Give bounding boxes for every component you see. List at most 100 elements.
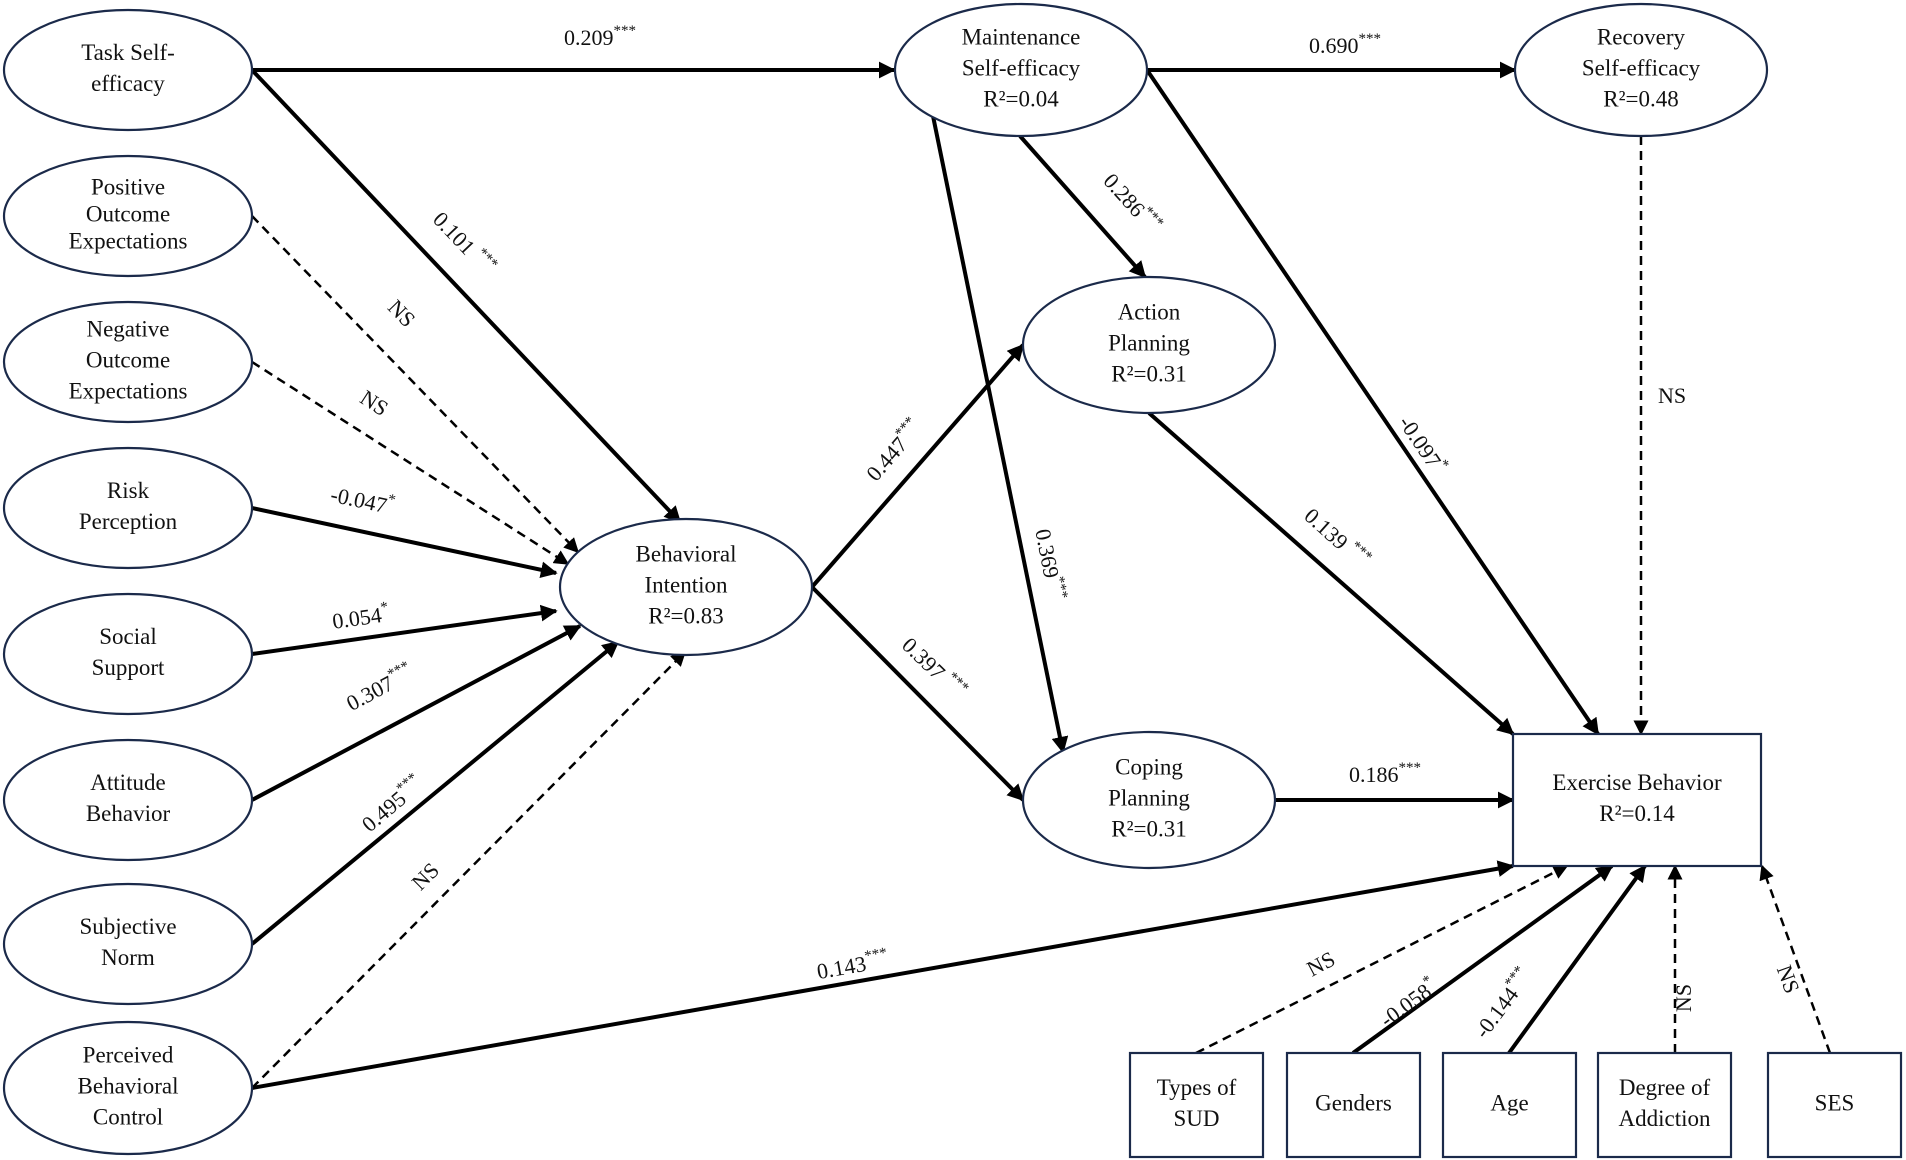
node-label-line: Self-efficacy <box>962 55 1081 80</box>
coefficient-value: NS <box>1658 383 1686 408</box>
node-label-line: Intention <box>644 572 728 597</box>
path-arrow-maint-to-exercise <box>1145 68 1600 736</box>
coefficient-labels-layer: 0.209***0.101 ***NSNS-0.047*0.054*0.307*… <box>328 23 1804 1042</box>
node-shape <box>1511 732 1763 868</box>
node-shape <box>2 300 254 424</box>
node-age: Age <box>1441 1051 1578 1159</box>
path-arrow-bi-to-action <box>810 343 1025 589</box>
coefficient-value: 0.054 <box>331 602 383 634</box>
node-label-line: Addiction <box>1619 1106 1711 1131</box>
path-coefficient-task-to-maint: 0.209*** <box>564 23 636 50</box>
node-types-sud: Types of SUD <box>1128 1051 1265 1159</box>
node-shape <box>2 8 254 132</box>
node-label-line: R²=0.48 <box>1603 86 1678 111</box>
path-coefficient-degree-to-exercise: NS <box>1671 984 1696 1012</box>
node-label-line: Expectations <box>69 228 188 253</box>
node-label-line: Social <box>99 624 157 649</box>
node-label-line: R²=0.04 <box>983 86 1059 111</box>
path-arrow-task-to-bi <box>250 68 682 524</box>
significance-stars: *** <box>614 23 637 39</box>
path-arrow-bi-to-coping <box>810 585 1025 802</box>
node-shape <box>1513 2 1769 138</box>
path-arrow-ses-to-exercise <box>1759 864 1832 1054</box>
significance-stars: * <box>386 492 397 509</box>
node-label-line: Age <box>1490 1090 1528 1115</box>
path-coefficient-action-to-exercise: 0.139 *** <box>1299 502 1374 574</box>
node-label-line: SUD <box>1173 1106 1219 1131</box>
node-shape <box>1766 1051 1903 1159</box>
node-label-line: Behavioral <box>636 541 737 566</box>
node-shape <box>2 592 254 716</box>
node-label-line: R²=0.14 <box>1599 801 1675 826</box>
coefficient-value: NS <box>406 857 444 895</box>
path-arrow-pbc-to-exercise <box>251 860 1515 1090</box>
significance-stars: * <box>379 600 389 617</box>
node-label-line: Behavior <box>86 801 171 826</box>
node-label-line: SES <box>1815 1090 1855 1115</box>
significance-stars: *** <box>1399 760 1422 776</box>
path-coefficient-maint-to-action: 0.286*** <box>1098 167 1166 238</box>
node-ses: SES <box>1766 1051 1903 1159</box>
path-coefficient-risk-to-bi: -0.047* <box>328 480 396 519</box>
node-label-line: R²=0.83 <box>648 603 723 628</box>
node-label-line: Behavioral <box>78 1073 179 1098</box>
path-coefficient-social-to-bi: 0.054* <box>330 600 390 634</box>
path-arrow-risk-to-bi <box>251 506 558 579</box>
node-label-line: Support <box>92 655 165 680</box>
node-label-line: Norm <box>101 945 155 970</box>
node-shape <box>1441 1051 1578 1159</box>
node-shape <box>1021 730 1277 870</box>
node-label-line: Risk <box>107 478 150 503</box>
node-label-line: Planning <box>1108 785 1190 810</box>
coefficient-value: NS <box>1671 984 1696 1012</box>
path-arrow-pos-to-bi <box>251 215 580 554</box>
path-coefficient-bi-to-coping: 0.397 *** <box>897 631 971 704</box>
node-label-line: Positive <box>91 174 165 199</box>
node-label-line: Outcome <box>86 347 170 372</box>
path-arrow-maint-to-action <box>1018 134 1147 279</box>
node-shape <box>2 882 254 1006</box>
node-shape <box>558 517 814 657</box>
significance-stars: *** <box>1359 31 1382 47</box>
node-label-line: Subjective <box>79 914 176 939</box>
path-arrow-pbc-to-bi <box>251 650 687 1089</box>
node-label-line: Attitude <box>90 770 165 795</box>
node-shape <box>2 1020 254 1156</box>
path-coefficient-maint-to-coping: 0.369*** <box>1030 527 1070 603</box>
path-coefficient-maint-to-recovery: 0.690*** <box>1309 31 1381 58</box>
node-label-line: Negative <box>86 316 169 341</box>
node-label-line: Types of <box>1157 1075 1237 1100</box>
node-label-line: Planning <box>1108 330 1190 355</box>
node-label-line: Coping <box>1115 754 1183 779</box>
node-task-se: Task Self-efficacy <box>2 8 254 132</box>
node-genders: Genders <box>1285 1051 1422 1159</box>
node-label-line: efficacy <box>91 71 165 96</box>
coefficient-value: 0.186 <box>1349 762 1399 787</box>
coefficient-value: NS <box>383 294 421 332</box>
node-shape <box>1021 275 1277 415</box>
path-arrow-social-to-bi <box>251 604 558 656</box>
node-shape <box>2 154 254 278</box>
node-label-line: Task Self- <box>81 40 175 65</box>
node-label-line: Expectations <box>69 378 188 403</box>
path-coefficient-types-to-exercise: NS <box>1303 946 1340 981</box>
node-shape <box>2 446 254 570</box>
path-coefficient-attitude-to-bi: 0.307*** <box>341 658 417 715</box>
coefficient-value: 0.369 <box>1030 527 1064 580</box>
significance-stars: *** <box>1050 575 1070 600</box>
path-coefficient-coping-to-exercise: 0.186*** <box>1349 760 1421 787</box>
path-arrow-attitude-to-bi <box>251 624 582 802</box>
path-coefficient-genders-to-exercise: -0.058* <box>1374 973 1442 1032</box>
path-arrow-subjective-to-bi <box>250 640 620 946</box>
path-coefficient-recovery-to-exercise: NS <box>1658 383 1686 408</box>
